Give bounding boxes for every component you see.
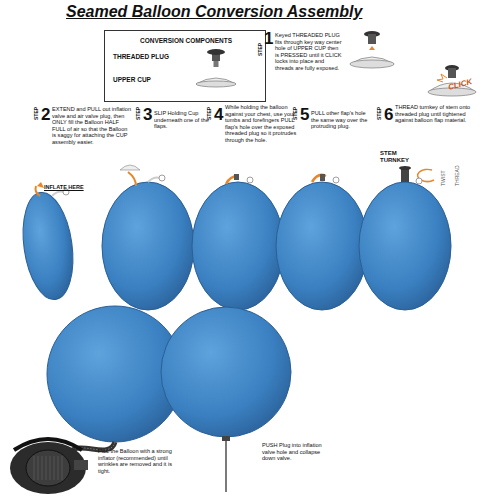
illustration-line [38, 456, 39, 480]
illustration-ellipse [192, 182, 284, 310]
illustration-path [36, 186, 41, 196]
illustration-line [54, 456, 55, 480]
step-number: 3 [143, 106, 152, 123]
illustration-path [52, 192, 64, 197]
illustration-g [276, 174, 368, 310]
illustration-ellipse [207, 49, 225, 55]
illustration-ellipse [399, 166, 411, 170]
illustration-g [196, 49, 236, 87]
illustration-rect [368, 34, 376, 44]
illustration-path [128, 172, 136, 186]
illustration-rect [214, 61, 219, 67]
illustration-line [225, 437, 226, 492]
illustration-ellipse [17, 189, 80, 303]
illustration-ellipse [359, 182, 451, 310]
motion-word: THREAD [455, 165, 461, 186]
part-name: STEM TURNKEY [380, 150, 412, 164]
part-name: UPPER CUP [113, 76, 151, 83]
illustration-line [58, 456, 59, 480]
illustration-path [369, 46, 375, 50]
illustration-path [148, 178, 160, 183]
illustration-ellipse [276, 182, 368, 310]
step-word: STEP [136, 107, 142, 120]
box-heading: CONVERSION COMPONENTS [140, 37, 232, 44]
illustration-ellipse [102, 182, 194, 310]
instruction-text: THREAD turnkey of stem onto threaded plu… [395, 104, 473, 124]
illustration-ellipse [196, 81, 236, 87]
illustration-line [50, 456, 51, 480]
step-word: STEP [293, 107, 299, 120]
illustration-ellipse [26, 450, 70, 486]
illustration-g [359, 166, 451, 310]
step-word: STEP [258, 43, 264, 56]
illustration-ellipse [350, 60, 394, 68]
illustration-path [120, 165, 140, 170]
step-word: STEP [377, 107, 383, 120]
illustration-rect [448, 68, 456, 78]
step-number: 5 [300, 106, 309, 123]
illustration-line [46, 456, 47, 480]
illustration-g [192, 174, 284, 310]
illustration-g [102, 165, 194, 310]
illustration-circle [161, 307, 291, 437]
illustration-line [42, 456, 43, 480]
illustration-rect [74, 460, 88, 470]
title: Seamed Balloon Conversion Assembly [66, 3, 362, 21]
illustration-rect [401, 168, 409, 182]
step-word: STEP [34, 107, 40, 120]
instruction-text: FILL the Balloon with a strong inflator … [98, 448, 174, 474]
instruction-text: EXTEND and PULL out inflation valve and … [52, 106, 132, 146]
instruction-text: While holding the balloon against your c… [225, 104, 297, 144]
illustration-path [14, 439, 82, 450]
instruction-text: SLIP Holding Cup underneath one of the f… [154, 110, 210, 130]
step-number: 1 [264, 30, 273, 47]
step-number: 6 [384, 106, 393, 123]
illustration-circle [416, 178, 422, 184]
illustration-line [34, 456, 35, 480]
illustration-line [62, 456, 63, 480]
illustration-rect [234, 174, 239, 180]
step-number: 4 [214, 106, 223, 123]
instruction-text: PUSH Plug into inflation valve hole and … [262, 442, 334, 462]
instruction-text: Keyed THREADED PLUG fits through key way… [275, 32, 343, 72]
illustration-circle [159, 175, 165, 181]
illustration-circle [333, 177, 339, 183]
illustration-rect [222, 436, 230, 441]
illustration-path [437, 74, 447, 82]
illustration-g [34, 456, 62, 480]
illustration-rect [320, 174, 325, 181]
instruction-text: PULL other flap's hole the same way over… [311, 110, 369, 130]
step-number: 2 [41, 106, 50, 123]
components-box: CONVERSION COMPONENTS THREADED PLUG UPPER … [104, 30, 266, 102]
illustration-circle [247, 177, 253, 183]
step-word: STEP [207, 107, 213, 120]
inflate-callout: INFLATE HERE [44, 184, 84, 190]
illustration-path [37, 182, 44, 188]
illustration-g [350, 31, 476, 96]
illustration-path [312, 175, 326, 182]
motion-word: TWIST [441, 170, 447, 186]
part-name: THREADED PLUG [113, 53, 169, 60]
